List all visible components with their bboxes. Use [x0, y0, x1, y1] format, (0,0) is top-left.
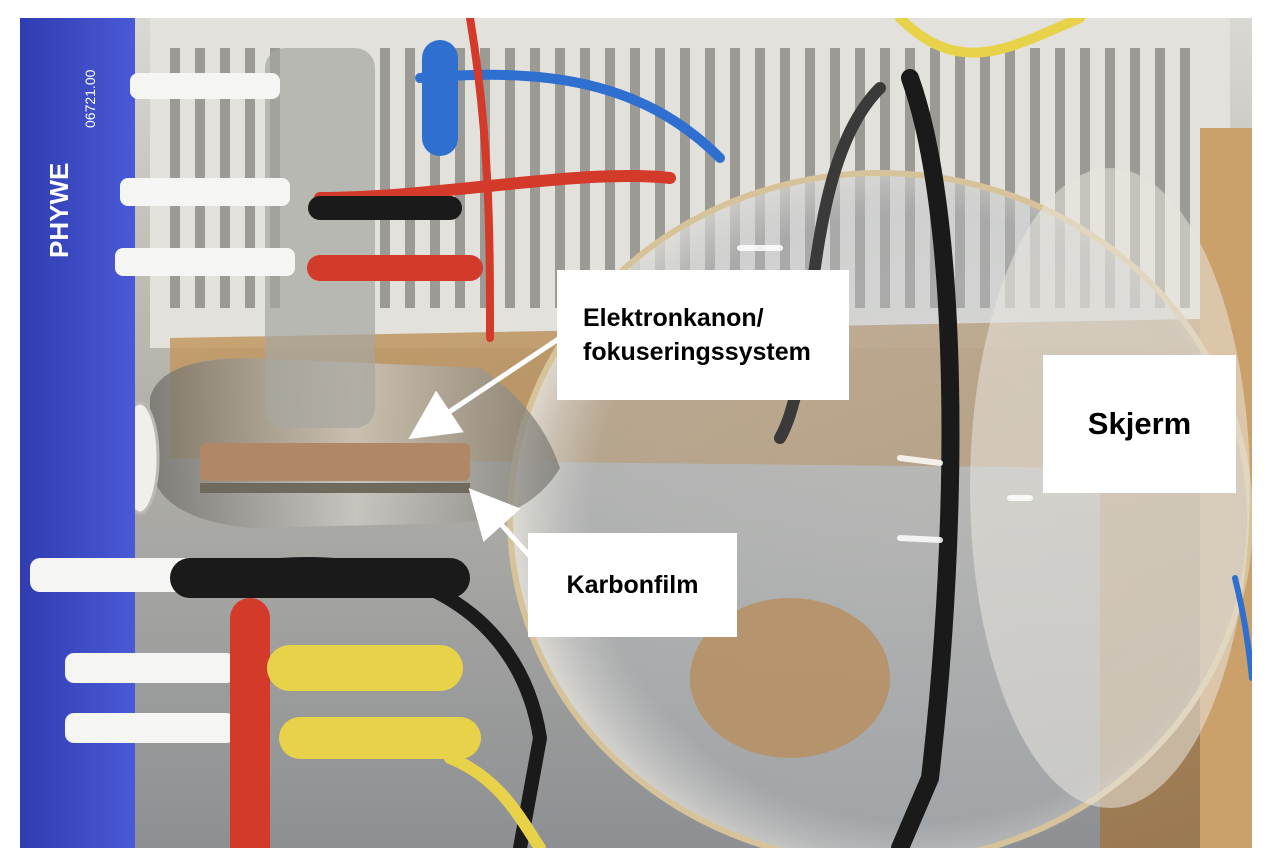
glass-reflections — [737, 245, 1033, 543]
brand-label: PHYWE — [44, 163, 74, 258]
label-carbon-film: Karbonfilm — [528, 533, 737, 637]
base-through-glass — [690, 598, 890, 758]
cables — [170, 18, 1252, 848]
label-screen: Skjerm — [1043, 355, 1236, 493]
label-carbon-film-text: Karbonfilm — [566, 571, 699, 599]
carbon-film-rod — [200, 443, 470, 481]
model-label: 06721.00 — [82, 69, 98, 128]
rod-shadow — [200, 483, 470, 493]
label-electron-gun-text: Elektronkanon/ fokuseringssystem — [583, 304, 811, 366]
glass-cylinder — [265, 48, 375, 428]
blue-stand — [20, 18, 135, 848]
white-rods — [30, 73, 295, 743]
label-electron-gun: Elektronkanon/ fokuseringssystem — [557, 270, 849, 400]
label-screen-text: Skjerm — [1087, 406, 1192, 441]
